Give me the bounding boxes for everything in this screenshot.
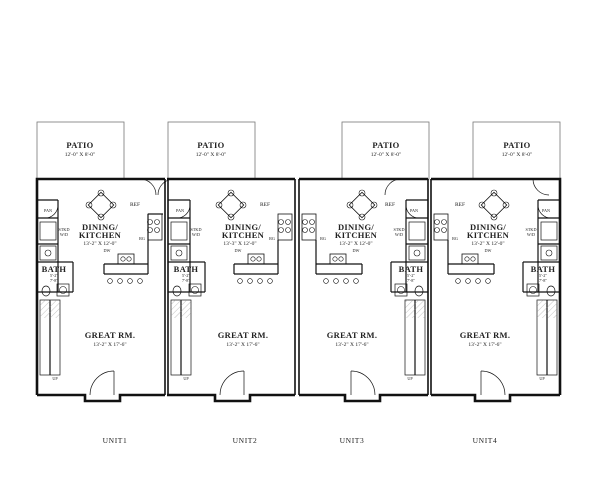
patio-slabs (36, 121, 561, 180)
washer-dryer-label: W/D (395, 232, 403, 237)
kitchen-label-line1: DINING/ (82, 222, 118, 232)
range-label: RG (320, 236, 326, 241)
kitchen-dimensions: 13'-2" X 12'-0" (471, 241, 504, 247)
stair-up-label: UP (52, 376, 58, 381)
bath-dimension-width: 5'-2" (182, 273, 190, 278)
great-room-dimensions: 13'-2" X 17'-6" (335, 342, 368, 348)
kitchen-label-line2: KITCHEN (335, 230, 378, 240)
patio-slab-unit1 (36, 121, 125, 180)
pantry-label: PAN (176, 208, 184, 213)
ref-label: REF (385, 202, 395, 208)
ref-label: REF (260, 202, 270, 208)
washer-dryer-label: W/D (60, 232, 68, 237)
patio-dimensions: 12'-0" X 8'-0" (502, 152, 533, 158)
bath-label: BATH (531, 264, 556, 274)
unit-label: UNIT2 (233, 436, 258, 445)
range-label: RG (452, 236, 458, 241)
stair-up-label: UP (407, 376, 413, 381)
patio-slab-unit3 (341, 121, 430, 180)
bath-dimension-depth: 7'-8" (50, 278, 58, 283)
kitchen-label-line2: KITCHEN (79, 230, 122, 240)
kitchen-label-line1: DINING/ (225, 222, 261, 232)
exterior-walls (35, 177, 562, 403)
patio-label: PATIO (66, 140, 93, 150)
great-room-dimensions: 13'-2" X 17'-6" (468, 342, 501, 348)
pantry-label: PAN (410, 208, 418, 213)
kitchen-label-line1: DINING/ (470, 222, 506, 232)
stair-up-label: UP (183, 376, 189, 381)
dishwasher-label: DW (485, 248, 492, 253)
patio-slab-unit2 (167, 121, 256, 180)
patio-label: PATIO (372, 140, 399, 150)
bath-label: BATH (399, 264, 424, 274)
pantry-label: PAN (44, 208, 52, 213)
great-room-label: GREAT RM. (327, 330, 378, 340)
patio-dimensions: 12'-0" X 8'-0" (65, 152, 96, 158)
kitchen-dimensions: 13'-2" X 12'-0" (83, 241, 116, 247)
kitchen-dimensions: 13'-2" X 12'-0" (339, 241, 372, 247)
bath-dimension-depth: 7'-8" (182, 278, 190, 283)
stacked-washer-label: STKD (394, 227, 405, 232)
ref-label: REF (130, 202, 140, 208)
interior-unit2 (157, 178, 293, 396)
bath-dimension-width: 5'-2" (50, 273, 58, 278)
interior-unit3 (301, 178, 428, 396)
patio-dimensions: 12'-0" X 8'-0" (371, 152, 402, 158)
interior-unit4 (433, 178, 560, 396)
kitchen-dimensions: 13'-3" X 12'-0" (223, 241, 256, 247)
kitchen-label-line2: KITCHEN (222, 230, 265, 240)
washer-dryer-label: W/D (527, 232, 535, 237)
great-room-label: GREAT RM. (85, 330, 136, 340)
dishwasher-label: DW (104, 248, 111, 253)
patio-label: PATIO (197, 140, 224, 150)
unit-label: UNIT4 (473, 436, 498, 445)
bath-dimension-depth: 7'-8" (539, 278, 547, 283)
kitchen-label-line2: KITCHEN (467, 230, 510, 240)
range-label: RG (269, 236, 275, 241)
dishwasher-label: DW (353, 248, 360, 253)
great-room-label: GREAT RM. (460, 330, 511, 340)
bath-dimension-depth: 7'-8" (407, 278, 415, 283)
washer-dryer-label: W/D (192, 232, 200, 237)
great-room-label: GREAT RM. (218, 330, 269, 340)
stair-up-label: UP (539, 376, 545, 381)
bath-label: BATH (42, 264, 67, 274)
unit-label: UNIT1 (103, 436, 128, 445)
bath-dimension-width: 5'-2" (539, 273, 547, 278)
patio-label: PATIO (503, 140, 530, 150)
party-walls (164, 179, 432, 395)
great-room-dimensions: 13'-2" X 17'-6" (93, 342, 126, 348)
kitchen-label-line1: DINING/ (338, 222, 374, 232)
unit-label: UNIT3 (340, 436, 365, 445)
stacked-washer-label: STKD (191, 227, 202, 232)
dishwasher-label: DW (235, 248, 242, 253)
great-room-dimensions: 13'-2" X 17'-6" (226, 342, 259, 348)
stacked-washer-label: STKD (59, 227, 70, 232)
pantry-label: PAN (542, 208, 550, 213)
stacked-washer-label: STKD (526, 227, 537, 232)
bath-dimension-width: 5'-2" (407, 273, 415, 278)
patio-dimensions: 12'-0" X 8'-0" (196, 152, 227, 158)
patio-slab-unit4 (472, 121, 561, 180)
interior-unit1 (37, 178, 163, 396)
range-label: RG (139, 236, 145, 241)
ref-label: REF (455, 202, 465, 208)
bath-label: BATH (174, 264, 199, 274)
